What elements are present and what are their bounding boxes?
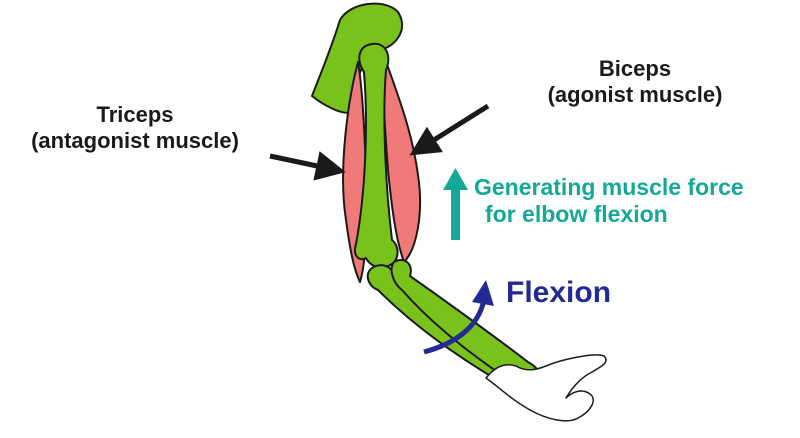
force-arrow [443, 168, 468, 240]
flexion-arrow [423, 280, 494, 355]
biceps-label: Biceps (agonist muscle) [520, 56, 750, 108]
hand-outline [485, 354, 607, 422]
triceps-pointer-arrow [269, 151, 346, 181]
biceps-label-line1: Biceps [598, 56, 672, 81]
humerus-bone [354, 42, 399, 269]
force-label-line2: for elbow flexion [485, 201, 668, 228]
triceps-label: Triceps (antagonist muscle) [0, 102, 270, 154]
triceps-label-line2: (antagonist muscle) [31, 127, 239, 153]
force-label-line1: Generating muscle force [474, 174, 744, 200]
flexion-label: Flexion [506, 276, 612, 309]
biceps-pointer-arrow [409, 103, 490, 156]
biceps-label-line2: (agonist muscle) [547, 81, 723, 107]
force-label: Generating muscle force for elbow flexio… [474, 174, 744, 228]
triceps-label-line1: Triceps [96, 102, 174, 127]
